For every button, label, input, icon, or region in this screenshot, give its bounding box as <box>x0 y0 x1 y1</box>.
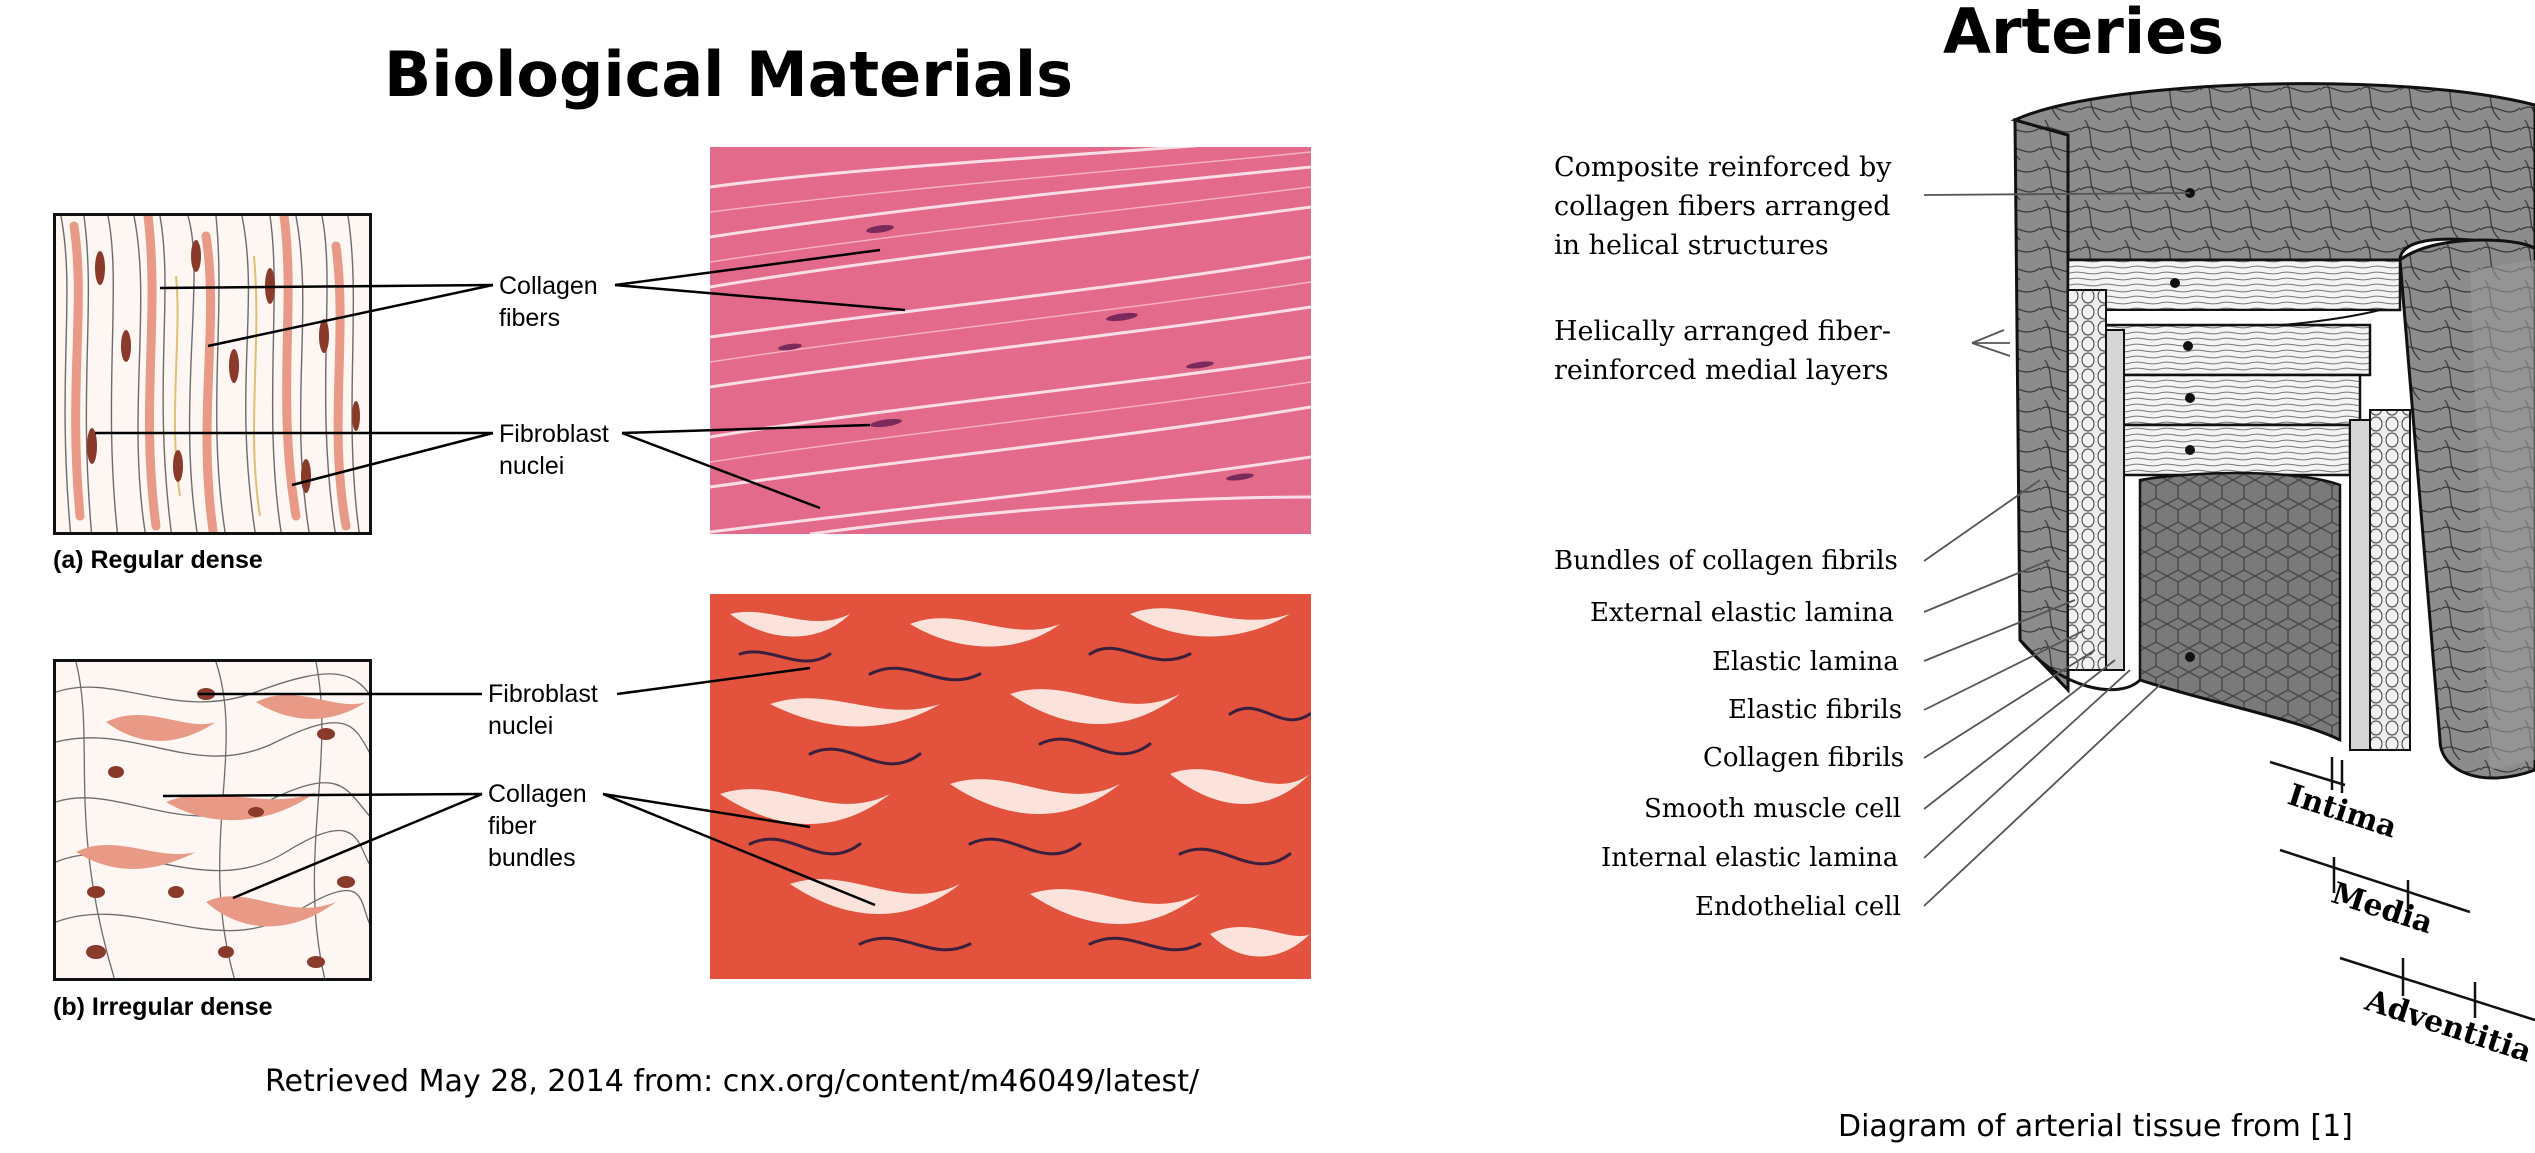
external-elastic-lamina-label: External elastic lamina <box>1590 594 1894 632</box>
collagen-bundles-label: Bundles of collagen fibrils <box>1554 542 1898 580</box>
elastic-lamina-label: Elastic lamina <box>1712 643 1899 681</box>
endothelial-cell-label: Endothelial cell <box>1695 888 1901 926</box>
composite-label: Composite reinforced by collagen fibers … <box>1554 148 1900 265</box>
elastic-fibrils-label: Elastic fibrils <box>1728 691 1902 729</box>
internal-elastic-lamina-label: Internal elastic lamina <box>1601 839 1898 877</box>
smooth-muscle-cell-label: Smooth muscle cell <box>1644 790 1901 828</box>
collagen-fibrils-label: Collagen fibrils <box>1703 739 1904 777</box>
helical-layers-label: Helically arranged fiber- reinforced med… <box>1554 312 1900 390</box>
artery-diagram-caption: Diagram of arterial tissue from [1] <box>1838 1109 2353 1144</box>
